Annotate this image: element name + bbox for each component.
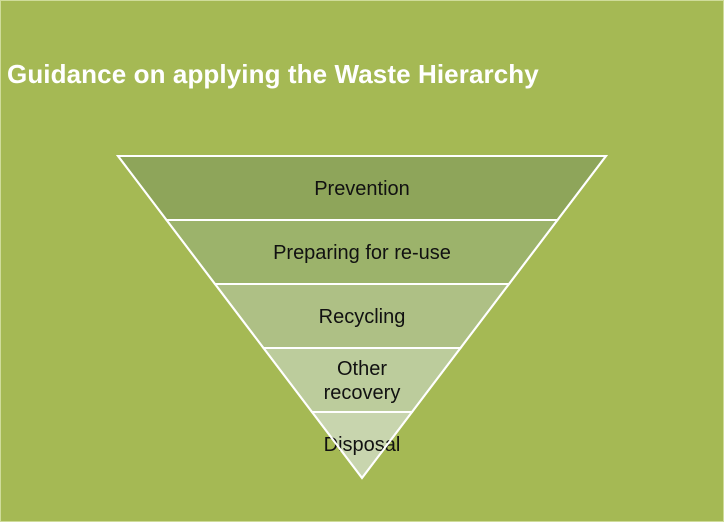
hierarchy-level-label: Recycling xyxy=(319,306,406,328)
hierarchy-level-label: Prevention xyxy=(314,178,410,200)
hierarchy-level-label-line: Recycling xyxy=(319,306,406,328)
hierarchy-level-label-line: Preparing for re-use xyxy=(273,242,451,264)
hierarchy-level-label: Disposal xyxy=(324,434,401,456)
slide-title: Guidance on applying the Waste Hierarchy xyxy=(7,59,539,89)
hierarchy-level-label-line: Disposal xyxy=(324,434,401,456)
hierarchy-level-label-line: Prevention xyxy=(314,178,410,200)
hierarchy-level-label-line: Other xyxy=(337,358,387,380)
pyramid-outline xyxy=(115,155,609,480)
hierarchy-level-label-line: recovery xyxy=(324,382,401,404)
hierarchy-level-label: Preparing for re-use xyxy=(273,242,451,264)
